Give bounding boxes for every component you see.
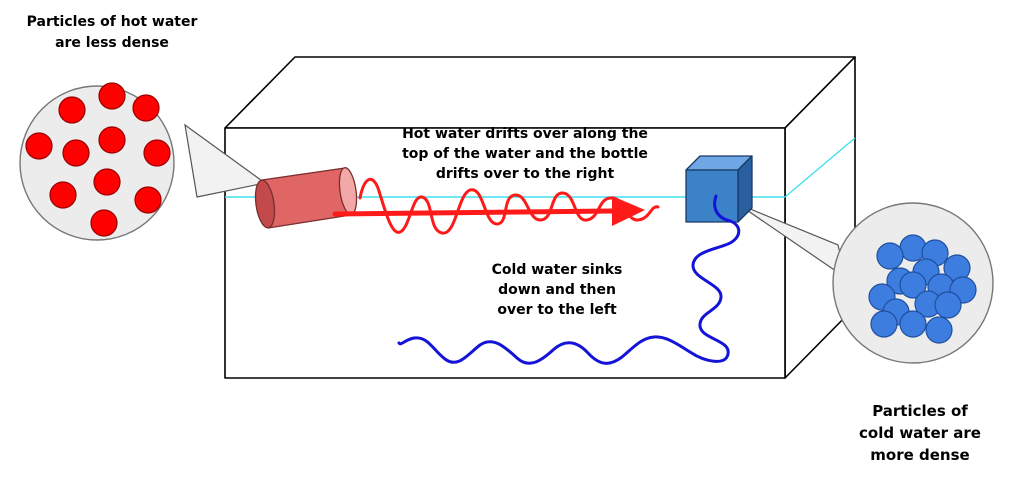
hot-magnifier-pointer [184, 123, 267, 198]
hot-current-wave [358, 177, 660, 235]
cold-particles-label-line-2: cold water are [859, 424, 981, 442]
hot-particles-label-line-2: are less dense [55, 35, 169, 51]
hot-current [332, 177, 660, 235]
hot-particle [58, 96, 86, 124]
cold-particles [868, 234, 977, 344]
cold-flow-label: Cold water sinks down and then over to t… [482, 260, 632, 320]
hot-particle [98, 126, 126, 154]
hot-particle [134, 186, 162, 214]
hot-particle [90, 209, 118, 237]
hot-current-arrowhead [612, 196, 645, 226]
cold-particle [899, 271, 927, 299]
cold-particle [870, 310, 898, 338]
cold-flow-label-line-2: down and then [498, 282, 616, 298]
hot-particles [25, 82, 171, 237]
cold-particle [925, 316, 953, 344]
hot-particle [62, 139, 90, 167]
hot-flow-label-line-2: top of the water and the bottle [402, 146, 648, 162]
cold-particles-label: Particles of cold water are more dense [840, 400, 1000, 466]
hot-current-arrow-shaft [332, 208, 615, 217]
hot-particle [132, 94, 160, 122]
cold-particle [876, 242, 904, 270]
cold-particles-label-line-1: Particles of [872, 402, 968, 420]
bottle-icon [254, 167, 358, 229]
hot-particle [98, 82, 126, 110]
hot-particle [49, 181, 77, 209]
tank-top-face [224, 56, 856, 129]
cold-particle [899, 310, 927, 338]
hot-particles-label-line-1: Particles of hot water [26, 14, 198, 30]
hot-particles-magnifier [19, 82, 267, 241]
cold-particles-label-line-3: more dense [870, 446, 970, 464]
hot-flow-label: Hot water drifts over along the top of t… [395, 124, 655, 184]
hot-particle [93, 168, 121, 196]
hot-flow-label-line-3: drifts over to the right [435, 166, 615, 182]
hot-particle [143, 139, 171, 167]
ice-cube-icon [685, 155, 753, 223]
hot-particles-label: Particles of hot water are less dense [12, 12, 212, 54]
hot-flow-label-line-1: Hot water drifts over along the [402, 126, 648, 142]
cold-particles-magnifier [737, 202, 994, 364]
water-tank [224, 56, 856, 379]
cold-current-wave [397, 194, 741, 365]
cold-flow-label-line-3: over to the left [497, 302, 617, 318]
cold-particle [934, 291, 962, 319]
hot-particle [25, 132, 53, 160]
cold-flow-label-line-1: Cold water sinks [491, 262, 623, 278]
